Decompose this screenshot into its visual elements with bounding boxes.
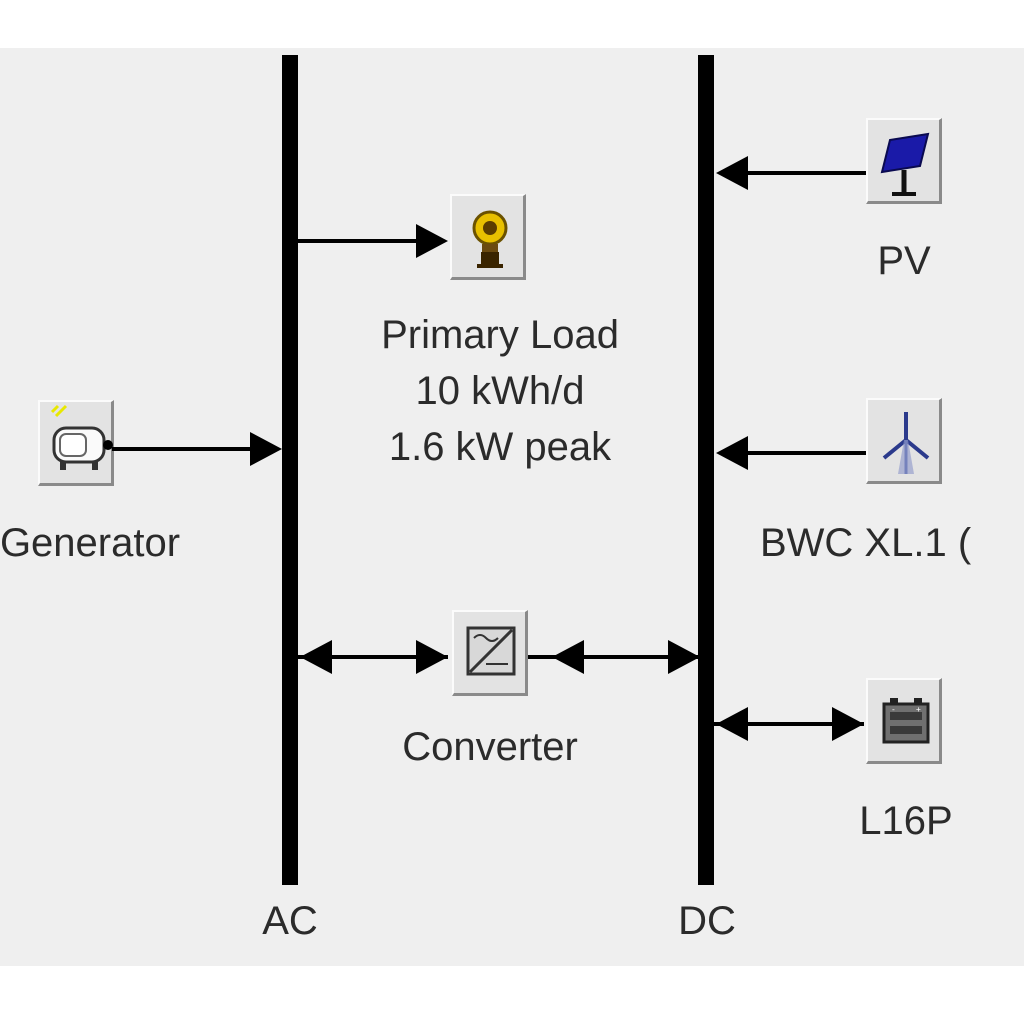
wind-name: BWC XL.1 ( [760, 521, 972, 565]
generator-icon [50, 404, 113, 470]
battery-name: L16P [859, 799, 953, 843]
primary-load-energy: 10 kWh/d [415, 369, 585, 413]
battery-arrow-left [716, 707, 748, 741]
battery-button[interactable]: - + [866, 678, 942, 764]
generator-wire [112, 447, 252, 451]
converter-dc-arrow-left [552, 640, 584, 674]
ac-bus-label: AC [262, 899, 318, 943]
primary-load-name: Primary Load [381, 313, 619, 357]
battery-wire [714, 722, 864, 726]
converter-name: Converter [402, 725, 578, 769]
svg-text:+: + [916, 705, 921, 714]
solar-panel-icon [880, 132, 930, 196]
generator-button[interactable] [38, 400, 114, 486]
battery-icon: - + [882, 698, 930, 744]
generator-arrow [250, 432, 282, 466]
wind-wire [746, 451, 866, 455]
wind-arrow [716, 436, 748, 470]
converter-ac-arrow-left [300, 640, 332, 674]
dc-bus-label: DC [678, 899, 736, 943]
load-wire [298, 239, 418, 243]
generator-name: Generator [0, 521, 181, 565]
load-arrow [416, 224, 448, 258]
battery-arrow-right [832, 707, 864, 741]
pv-arrow [716, 156, 748, 190]
converter-ac-arrow-right [416, 640, 448, 674]
svg-text:-: - [891, 705, 896, 714]
converter-button[interactable] [452, 610, 528, 696]
converter-ac-wire [298, 655, 448, 659]
ac-bus[interactable] [282, 55, 298, 885]
pv-button[interactable] [866, 118, 942, 204]
converter-dc-arrow-right [668, 640, 700, 674]
primary-load-button[interactable] [450, 194, 526, 280]
dc-bus[interactable] [698, 55, 714, 885]
converter-icon [466, 626, 516, 676]
primary-load-peak: 1.6 kW peak [388, 425, 612, 469]
pv-name: PV [877, 239, 931, 283]
light-bulb-icon [472, 210, 508, 268]
pv-wire [746, 171, 866, 175]
wind-turbine-icon [882, 412, 930, 474]
converter-dc-wire [528, 655, 700, 659]
wind-button[interactable] [866, 398, 942, 484]
